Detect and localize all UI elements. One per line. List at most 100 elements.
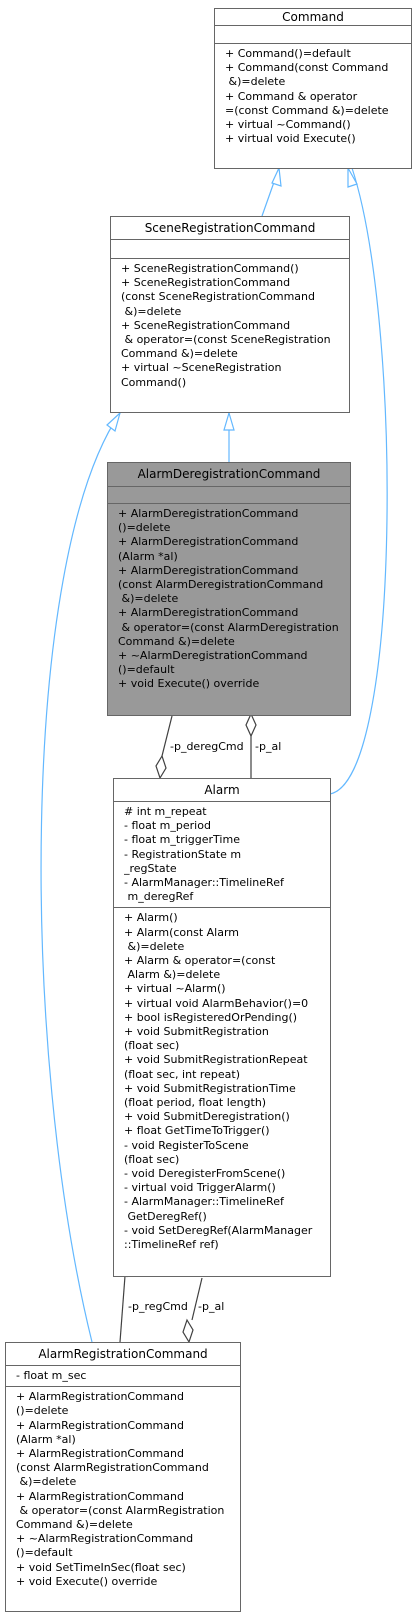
operations-section: + Command()=default + Command(const Comm…	[215, 44, 411, 149]
operation: ()=delete	[118, 521, 171, 535]
operation: - void SetDeregRef(AlarmManager	[124, 1223, 313, 1237]
attribute: - float m_triggerTime	[124, 833, 240, 847]
operation: Command()	[121, 375, 187, 389]
operations-section: + AlarmDeregistrationCommand ()=delete +…	[108, 504, 350, 695]
edge-label-p-regcmd: -p_regCmd	[128, 1300, 188, 1313]
class-name: AlarmRegistrationCommand	[6, 1343, 240, 1366]
operation: (float sec)	[124, 1039, 180, 1053]
operation: + Alarm & operator=(const	[124, 954, 276, 968]
attribute: - float m_sec	[16, 1369, 87, 1382]
operation: + Alarm()	[124, 911, 178, 925]
operation: =(const Command &)=delete	[225, 103, 389, 117]
edge-label-p-al: -p_al	[198, 1300, 225, 1313]
class-command[interactable]: Command + Command()=default + Command(co…	[214, 8, 412, 169]
attribute: # int m_repeat	[124, 805, 207, 818]
operation: (float period, float length)	[124, 1096, 267, 1110]
operation: + Alarm(const Alarm	[124, 925, 240, 939]
operation: + float GetTimeToTrigger()	[124, 1124, 270, 1138]
attributes-section	[215, 26, 411, 44]
inheritance-edge-alarm-to-command	[329, 167, 388, 795]
attribute: - float m_period	[124, 819, 211, 833]
operation: Command &)=delete	[121, 347, 238, 361]
operation: + Command(const Command	[225, 61, 389, 75]
operation: &)=delete	[225, 75, 286, 89]
operation: + AlarmDeregistrationCommand	[118, 535, 299, 549]
operation: ()=delete	[16, 1404, 69, 1418]
aggregation-diamond	[155, 754, 167, 780]
attributes-section	[111, 240, 349, 259]
operation: (Alarm *al)	[118, 549, 178, 563]
operation: + AlarmRegistrationCommand	[16, 1489, 184, 1503]
operation: ()=default	[16, 1546, 73, 1560]
operation: (Alarm *al)	[16, 1432, 76, 1446]
operation: + void SubmitRegistration	[124, 1025, 269, 1039]
inheritance-edge-reg-to-scene	[40, 412, 121, 1343]
attributes-section: # int m_repeat - float m_period - float …	[114, 802, 330, 909]
operation: (float sec)	[124, 1152, 180, 1166]
operation: + virtual ~Alarm()	[124, 982, 226, 996]
aggregation-diamond	[245, 712, 257, 738]
attribute: - AlarmManager::TimelineRef	[124, 876, 284, 890]
operation: Alarm &)=delete	[124, 968, 221, 982]
attribute: m_deregRef	[124, 890, 194, 904]
operation: &)=delete	[16, 1475, 77, 1489]
operation: (const AlarmRegistrationCommand	[16, 1461, 209, 1475]
class-name: Alarm	[114, 779, 330, 802]
operation: ::TimelineRef ref)	[124, 1238, 219, 1252]
operation: (float sec, int repeat)	[124, 1067, 241, 1081]
class-name: SceneRegistrationCommand	[111, 217, 349, 240]
aggregation-diamond	[182, 1318, 194, 1344]
operations-section: + SceneRegistrationCommand() + SceneRegi…	[111, 259, 349, 393]
operation: (const AlarmDeregistrationCommand	[118, 578, 324, 592]
operation: + void SubmitDeregistration()	[124, 1110, 290, 1124]
class-alarm-deregistration-command[interactable]: AlarmDeregistrationCommand + AlarmDeregi…	[107, 462, 351, 716]
operation: + Command()=default	[225, 47, 351, 60]
inheritance-arrowhead	[223, 410, 235, 431]
operation: + AlarmRegistrationCommand	[16, 1447, 184, 1461]
operation: + void SubmitRegistrationRepeat	[124, 1053, 308, 1067]
operation: &)=delete	[124, 939, 185, 953]
class-name: Command	[215, 9, 411, 26]
operation: Command &)=delete	[16, 1518, 133, 1532]
operation: + AlarmDeregistrationCommand	[118, 563, 299, 577]
operation: + ~AlarmDeregistrationCommand	[118, 649, 308, 663]
operation: (const SceneRegistrationCommand	[121, 290, 315, 304]
class-alarm[interactable]: Alarm # int m_repeat - float m_period - …	[113, 778, 331, 1277]
operation: + AlarmDeregistrationCommand	[118, 507, 299, 520]
operation: + void Execute() override	[118, 677, 260, 691]
operation: - void RegisterToScene	[124, 1138, 249, 1152]
operation: + ~AlarmRegistrationCommand	[16, 1532, 194, 1546]
operation: & operator=(const SceneRegistration	[121, 333, 331, 347]
operation: GetDeregRef()	[124, 1209, 207, 1223]
attributes-section: - float m_sec	[6, 1366, 240, 1388]
operation: & operator=(const AlarmDeregistration	[118, 620, 339, 634]
operations-section: + AlarmRegistrationCommand ()=delete + A…	[6, 1387, 240, 1592]
edge-label-p-al: -p_al	[255, 740, 282, 753]
operation: + bool isRegisteredOrPending()	[124, 1010, 298, 1024]
operation: + virtual ~SceneRegistration	[121, 361, 282, 375]
operation: + void SetTimeInSec(float sec)	[16, 1560, 186, 1574]
operation: + void Execute() override	[16, 1574, 158, 1588]
inheritance-arrowhead	[347, 165, 358, 188]
edge-label-p-deregcmd: -p_deregCmd	[170, 740, 244, 753]
inheritance-arrowhead	[271, 165, 282, 187]
class-scene-registration-command[interactable]: SceneRegistrationCommand + SceneRegistra…	[110, 216, 350, 413]
class-alarm-registration-command[interactable]: AlarmRegistrationCommand - float m_sec +…	[5, 1342, 241, 1612]
operation: - virtual void TriggerAlarm()	[124, 1181, 276, 1195]
aggregation-edge-reg-cmd	[119, 1275, 126, 1343]
operation: Command &)=delete	[118, 634, 235, 648]
operation: & operator=(const AlarmRegistration	[16, 1503, 225, 1517]
operation: + SceneRegistrationCommand()	[121, 262, 299, 275]
inheritance-arrowhead	[106, 411, 122, 433]
attribute: _regState	[124, 861, 177, 875]
attribute: - RegistrationState m	[124, 847, 242, 861]
operation: ()=default	[118, 663, 175, 677]
operation: - AlarmManager::TimelineRef	[124, 1195, 284, 1209]
aggregation-edge-dereg-cmd	[161, 715, 173, 757]
class-name: AlarmDeregistrationCommand	[108, 463, 350, 487]
operation: + AlarmRegistrationCommand	[16, 1390, 184, 1404]
aggregation-edge-reg-al	[191, 1277, 203, 1321]
operation: + virtual void AlarmBehavior()=0	[124, 996, 309, 1010]
attributes-section	[108, 487, 350, 504]
